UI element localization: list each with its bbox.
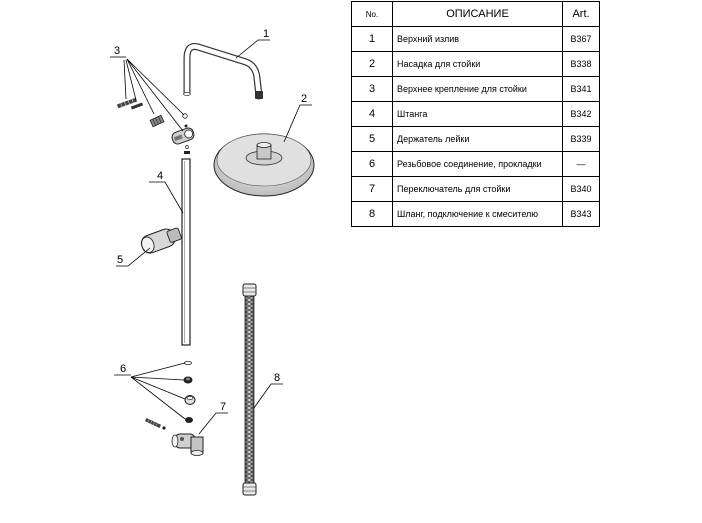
row-art: B340 xyxy=(562,176,600,202)
leader-lines xyxy=(110,39,312,435)
row-no: 7 xyxy=(351,176,393,202)
part-5-shower-holder xyxy=(140,227,182,254)
table-row: 3 Верхнее крепление для стойки B341 xyxy=(351,76,600,102)
callout-7: 7 xyxy=(220,401,226,413)
row-no: 6 xyxy=(351,151,393,177)
table-row: 6 Резьбовое соединение, прокладки — xyxy=(351,151,600,177)
callout-8: 8 xyxy=(274,372,280,384)
row-no: 2 xyxy=(351,51,393,77)
table-row: 7 Переключатель для стойки B340 xyxy=(351,176,600,202)
header-art: Art. xyxy=(562,1,600,27)
part-3-top-bracket xyxy=(116,97,195,154)
header-no: No. xyxy=(351,1,393,27)
row-description: Шланг, подключение к смесителю xyxy=(392,201,563,227)
row-art: B367 xyxy=(562,26,600,52)
row-art: B339 xyxy=(562,126,600,152)
part-7-diverter xyxy=(144,417,204,456)
row-no: 4 xyxy=(351,101,393,127)
part-2-shower-head xyxy=(213,133,315,197)
table-row: 1 Верхний излив B367 xyxy=(351,26,600,52)
row-description: Держатель лейки xyxy=(392,126,563,152)
callout-2: 2 xyxy=(301,93,307,105)
row-no: 8 xyxy=(351,201,393,227)
row-description: Штанга xyxy=(392,101,563,127)
row-description: Верхнее крепление для стойки xyxy=(392,76,563,102)
row-description: Насадка для стойки xyxy=(392,51,563,77)
part-8-hose xyxy=(242,283,257,496)
part-6-connectors xyxy=(183,360,196,423)
callout-6: 6 xyxy=(120,363,126,375)
table-row: 4 Штанга B342 xyxy=(351,101,600,127)
row-art: B343 xyxy=(562,201,600,227)
callout-3: 3 xyxy=(114,45,120,57)
part-4-rod xyxy=(181,158,191,346)
callout-1: 1 xyxy=(263,28,269,40)
row-no: 3 xyxy=(351,76,393,102)
row-no: 1 xyxy=(351,26,393,52)
table-header-row: No. ОПИСАНИЕ Art. xyxy=(351,1,600,27)
row-no: 5 xyxy=(351,126,393,152)
parts-table: No. ОПИСАНИЕ Art. 1 Верхний излив B367 2… xyxy=(351,1,600,227)
table-row: 8 Шланг, подключение к смесителю B343 xyxy=(351,201,600,227)
row-art: B338 xyxy=(562,51,600,77)
row-description: Резьбовое соединение, прокладки xyxy=(392,151,563,177)
row-art: B341 xyxy=(562,76,600,102)
part-1-top-spout xyxy=(183,43,263,100)
callout-labels: 1 2 3 4 5 6 7 8 xyxy=(114,28,307,413)
row-art: — xyxy=(562,151,600,177)
callout-4: 4 xyxy=(157,170,163,182)
table-row: 2 Насадка для стойки B338 xyxy=(351,51,600,77)
row-description: Переключатель для стойки xyxy=(392,176,563,202)
callout-5: 5 xyxy=(117,254,123,266)
header-description: ОПИСАНИЕ xyxy=(392,1,563,27)
table-row: 5 Держатель лейки B339 xyxy=(351,126,600,152)
row-description: Верхний излив xyxy=(392,26,563,52)
row-art: B342 xyxy=(562,101,600,127)
